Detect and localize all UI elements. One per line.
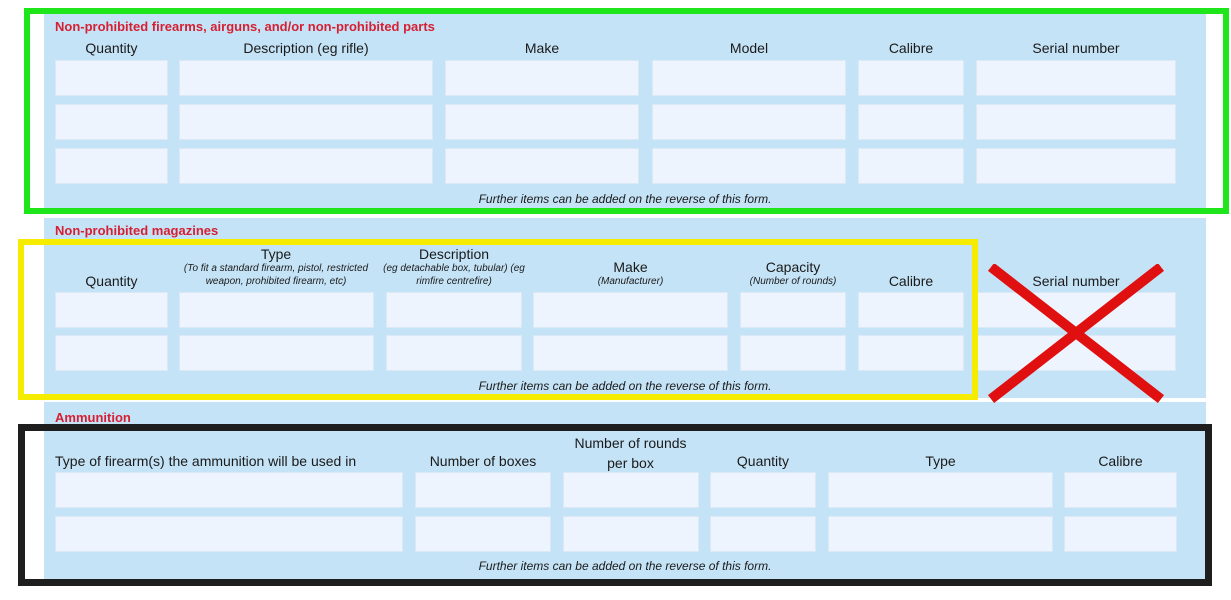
ammunition-header-boxes: Number of boxes [429, 453, 537, 469]
firearms-description-field[interactable] [179, 60, 433, 96]
firearms-quantity-field[interactable] [55, 104, 168, 140]
red-cross-stroke-2 [987, 264, 1165, 404]
firearms-make-field[interactable] [445, 148, 639, 184]
firearms-calibre-field[interactable] [858, 60, 964, 96]
ammunition-boxes-field[interactable] [415, 472, 551, 508]
firearms-serial-field[interactable] [976, 148, 1176, 184]
magazines-capacity-field[interactable] [740, 335, 846, 371]
magazines-header-capacity: Capacity (Number of rounds) [736, 260, 850, 288]
magazines-description-field[interactable] [386, 292, 522, 328]
firearms-section-title: Non-prohibited firearms, airguns, and/or… [55, 19, 435, 34]
firearms-description-field[interactable] [179, 104, 433, 140]
firearms-header-description: Description (eg rifle) [243, 40, 369, 56]
firearms-header-make: Make [524, 40, 560, 56]
ammunition-header-calibre: Calibre [1098, 453, 1143, 469]
firearms-header-calibre: Calibre [888, 40, 934, 56]
magazines-calibre-field[interactable] [858, 292, 964, 328]
magazines-header-make: Make (Manufacturer) [533, 260, 728, 288]
firearms-model-field[interactable] [652, 148, 846, 184]
magazines-type-label: Type [260, 246, 292, 262]
ammunition-quantity-field[interactable] [710, 472, 816, 508]
magazines-description-hint: (eg detachable box, tubular) (eg rimfire… [383, 263, 525, 287]
magazines-description-label: Description [418, 246, 490, 262]
ammunition-calibre-field[interactable] [1064, 516, 1177, 552]
ammunition-header-rounds: Number of rounds per box [574, 435, 687, 471]
firearms-quantity-field[interactable] [55, 60, 168, 96]
ammunition-header-type: Type [925, 453, 956, 469]
firearms-model-field[interactable] [652, 104, 846, 140]
firearms-calibre-field[interactable] [858, 104, 964, 140]
magazines-header-type: Type (To fit a standard firearm, pistol,… [173, 247, 379, 288]
ammunition-rounds-field[interactable] [563, 516, 699, 552]
firearms-make-field[interactable] [445, 60, 639, 96]
magazines-capacity-field[interactable] [740, 292, 846, 328]
magazines-type-field[interactable] [179, 292, 374, 328]
firearms-reverse-note: Further items can be added on the revers… [478, 192, 772, 206]
magazines-header-calibre: Calibre [888, 273, 934, 289]
firearms-header-serial: Serial number [1032, 40, 1120, 56]
magazines-make-field[interactable] [533, 335, 728, 371]
ammunition-header-quantity: Quantity [736, 453, 790, 469]
magazines-header-quantity: Quantity [85, 273, 138, 289]
firearms-calibre-field[interactable] [858, 148, 964, 184]
magazines-make-hint: (Manufacturer) [597, 276, 664, 287]
ammunition-section-title: Ammunition [55, 410, 131, 425]
ammunition-header-firearm-type: Type of firearm(s) the ammunition will b… [55, 453, 357, 469]
magazines-description-field[interactable] [386, 335, 522, 371]
ammunition-type-field[interactable] [828, 516, 1053, 552]
magazines-reverse-note: Further items can be added on the revers… [478, 379, 772, 393]
firearms-model-field[interactable] [652, 60, 846, 96]
magazines-serial-field[interactable] [976, 335, 1176, 371]
ammunition-quantity-field[interactable] [710, 516, 816, 552]
ammunition-rounds-field[interactable] [563, 472, 699, 508]
firearms-serial-field[interactable] [976, 60, 1176, 96]
ammunition-calibre-field[interactable] [1064, 472, 1177, 508]
magazines-header-description: Description (eg detachable box, tubular)… [381, 247, 527, 288]
red-cross-icon [987, 264, 1165, 404]
magazines-capacity-hint: (Number of rounds) [749, 276, 837, 287]
magazines-quantity-field[interactable] [55, 335, 168, 371]
ammunition-type-field[interactable] [828, 472, 1053, 508]
magazines-type-hint: (To fit a standard firearm, pistol, rest… [183, 263, 369, 287]
magazines-calibre-field[interactable] [858, 335, 964, 371]
firearms-description-field[interactable] [179, 148, 433, 184]
firearms-make-field[interactable] [445, 104, 639, 140]
magazines-make-label: Make [613, 259, 648, 275]
ammunition-firearm-type-field[interactable] [55, 472, 403, 508]
ammunition-reverse-note: Further items can be added on the revers… [478, 559, 772, 573]
magazines-capacity-label: Capacity [765, 259, 821, 275]
magazines-header-serial: Serial number [1032, 273, 1120, 289]
magazines-type-field[interactable] [179, 335, 374, 371]
ammunition-firearm-type-field[interactable] [55, 516, 403, 552]
ammunition-boxes-field[interactable] [415, 516, 551, 552]
magazines-section-title: Non-prohibited magazines [55, 223, 219, 238]
magazines-serial-field[interactable] [976, 292, 1176, 328]
firearms-serial-field[interactable] [976, 104, 1176, 140]
firearms-header-model: Model [729, 40, 769, 56]
magazines-quantity-field[interactable] [55, 292, 168, 328]
firearms-header-quantity: Quantity [85, 40, 138, 56]
magazines-make-field[interactable] [533, 292, 728, 328]
firearms-quantity-field[interactable] [55, 148, 168, 184]
